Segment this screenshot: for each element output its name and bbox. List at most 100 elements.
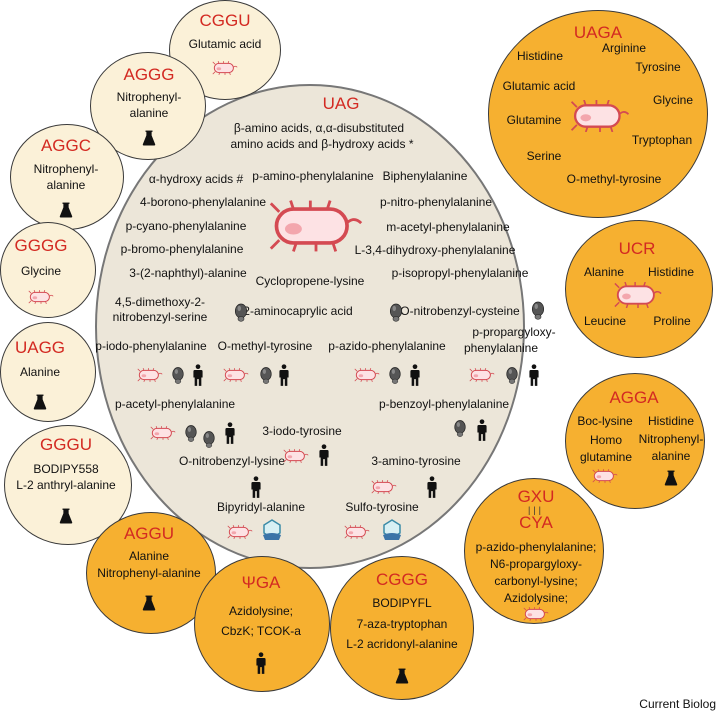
yeast-icon — [260, 364, 273, 384]
center-item: 4-borono-phenylalanine — [139, 195, 267, 210]
cggu-codon: CGGU — [199, 11, 251, 30]
uagg-codon: UAGG — [14, 338, 66, 357]
ucr-codon: UCR — [618, 239, 656, 258]
human-icon — [427, 475, 437, 499]
center-item: L-3,4-dihydroxy-phenylalanine — [354, 243, 516, 258]
center-item: 3-amino-tyrosine — [371, 454, 461, 469]
agga-label: Boc-lysine — [577, 414, 633, 429]
center-item: Cyclopropene-lysine — [255, 274, 365, 289]
center-item: p-iodo-phenylalanine — [95, 339, 207, 354]
center-item: α-hydroxy acids # — [148, 172, 244, 187]
yeast-icon — [203, 428, 216, 448]
uaga-label: Glutamic acid — [502, 79, 576, 94]
yeast-icon — [506, 364, 519, 384]
bacterium-icon — [613, 282, 663, 308]
center-item: phenylalanine — [463, 341, 539, 356]
flask-icon — [59, 508, 73, 524]
agga-label: Nitrophenyl- — [638, 432, 704, 447]
yeast-icon — [234, 300, 248, 322]
center-item: p-isopropyl-phenylalanine — [391, 266, 529, 281]
cggu-label: Glutamic acid — [188, 37, 262, 52]
psi-ga-label: CbzK; TCOK-a — [221, 624, 301, 639]
gxu-cya-label: N6-propargyloxy- — [489, 557, 583, 572]
agga-codon: AGGA — [609, 388, 659, 407]
ucr-label: Proline — [653, 314, 691, 329]
bacterium-icon — [137, 368, 163, 382]
gxu-cya-label: p-azido-phenylalanine; — [475, 540, 597, 555]
agga-circle — [565, 373, 705, 509]
agga-label: Histidine — [647, 414, 695, 429]
bacterium-icon — [569, 100, 631, 132]
center-item: O-methyl-tyrosine — [217, 339, 313, 354]
agga-label: glutamine — [579, 450, 633, 465]
human-icon — [225, 421, 235, 445]
center-bacterium-icon — [268, 200, 364, 252]
center-item: p-acetyl-phenylalanine — [114, 397, 236, 412]
center-item: p-propargyloxy- — [472, 325, 556, 340]
bacterium-icon — [371, 480, 397, 494]
flask-icon — [395, 668, 409, 684]
bacterium-icon — [212, 61, 238, 75]
human-icon — [529, 363, 539, 387]
human-icon — [477, 418, 487, 442]
codon-pairing-marks: ||| — [527, 504, 545, 515]
human-icon — [410, 363, 420, 387]
center-item: 4,5-dimethoxy-2- — [114, 295, 206, 310]
aggg-label: Nitrophenyl- — [116, 90, 182, 105]
center-item: p-amino-phenylalanine — [252, 169, 374, 184]
ucr-label: Alanine — [583, 265, 625, 280]
center-item: O-nitrobenzyl-lysine — [178, 454, 286, 469]
gxu-cya-label: Azidolysine; — [503, 591, 569, 606]
cggg-label: BODIPYFL — [372, 596, 432, 611]
flask-icon — [664, 470, 678, 486]
uaga-label: O-methyl-tyrosine — [566, 172, 662, 187]
gggg-codon: GGGG — [14, 236, 68, 255]
gggg-label: Glycine — [20, 264, 62, 279]
uaga-codon: UAGA — [573, 23, 623, 42]
center-item: O-nitrobenzyl-cysteine — [400, 304, 520, 319]
center-item: 3-iodo-tyrosine — [262, 424, 342, 439]
uaga-label: Serine — [526, 149, 562, 164]
mammalian-cell-icon — [381, 519, 403, 541]
bacterium-icon — [28, 290, 54, 304]
uagg-circle — [0, 322, 96, 422]
uag-center-circle — [95, 84, 525, 569]
flask-icon — [142, 130, 156, 146]
bacterium-icon — [469, 368, 495, 382]
yeast-icon — [172, 364, 185, 384]
center-header-line2: amino acids and β-hydroxy acids * — [230, 137, 414, 152]
agga-label: Homo — [589, 433, 623, 448]
yeast-icon — [389, 364, 402, 384]
bacterium-icon — [227, 525, 253, 539]
center-codon: UAG — [322, 94, 360, 113]
bacterium-icon — [150, 426, 176, 440]
flask-icon — [59, 202, 73, 218]
center-item: m-acetyl-phenylalanine — [386, 220, 510, 235]
yeast-icon — [531, 298, 545, 320]
gggu-codon: GGGU — [40, 435, 92, 454]
center-item: 3-(2-naphthyl)-alanine — [129, 266, 247, 281]
journal-credit: Current Biolog — [639, 697, 716, 711]
human-icon — [319, 443, 329, 467]
aggc-label: Nitrophenyl- — [33, 162, 99, 177]
aggu-label: Nitrophenyl-alanine — [97, 566, 201, 581]
human-icon — [256, 651, 266, 675]
uaga-label: Tryptophan — [631, 133, 693, 148]
uaga-label: Histidine — [516, 49, 564, 64]
bacterium-icon — [592, 469, 618, 483]
aggc-codon: AGGC — [40, 136, 92, 155]
center-item: p-bromo-phenylalanine — [120, 242, 244, 257]
human-icon — [279, 363, 289, 387]
center-item: p-benzoyl-phenylalanine — [378, 397, 510, 412]
ucr-label: Histidine — [647, 265, 695, 280]
aggg-codon: AGGG — [123, 65, 175, 84]
bacterium-icon — [354, 368, 380, 382]
cggg-label: 7-aza-tryptophan — [356, 617, 448, 632]
center-item: Bipyridyl-alanine — [216, 500, 306, 515]
uaga-label: Arginine — [601, 41, 647, 56]
mammalian-cell-icon — [261, 519, 283, 541]
aggg-label: alanine — [129, 106, 169, 121]
aggc-label: alanine — [46, 178, 86, 193]
ucr-label: Leucine — [583, 314, 627, 329]
gxu-cya-circle — [464, 478, 604, 624]
